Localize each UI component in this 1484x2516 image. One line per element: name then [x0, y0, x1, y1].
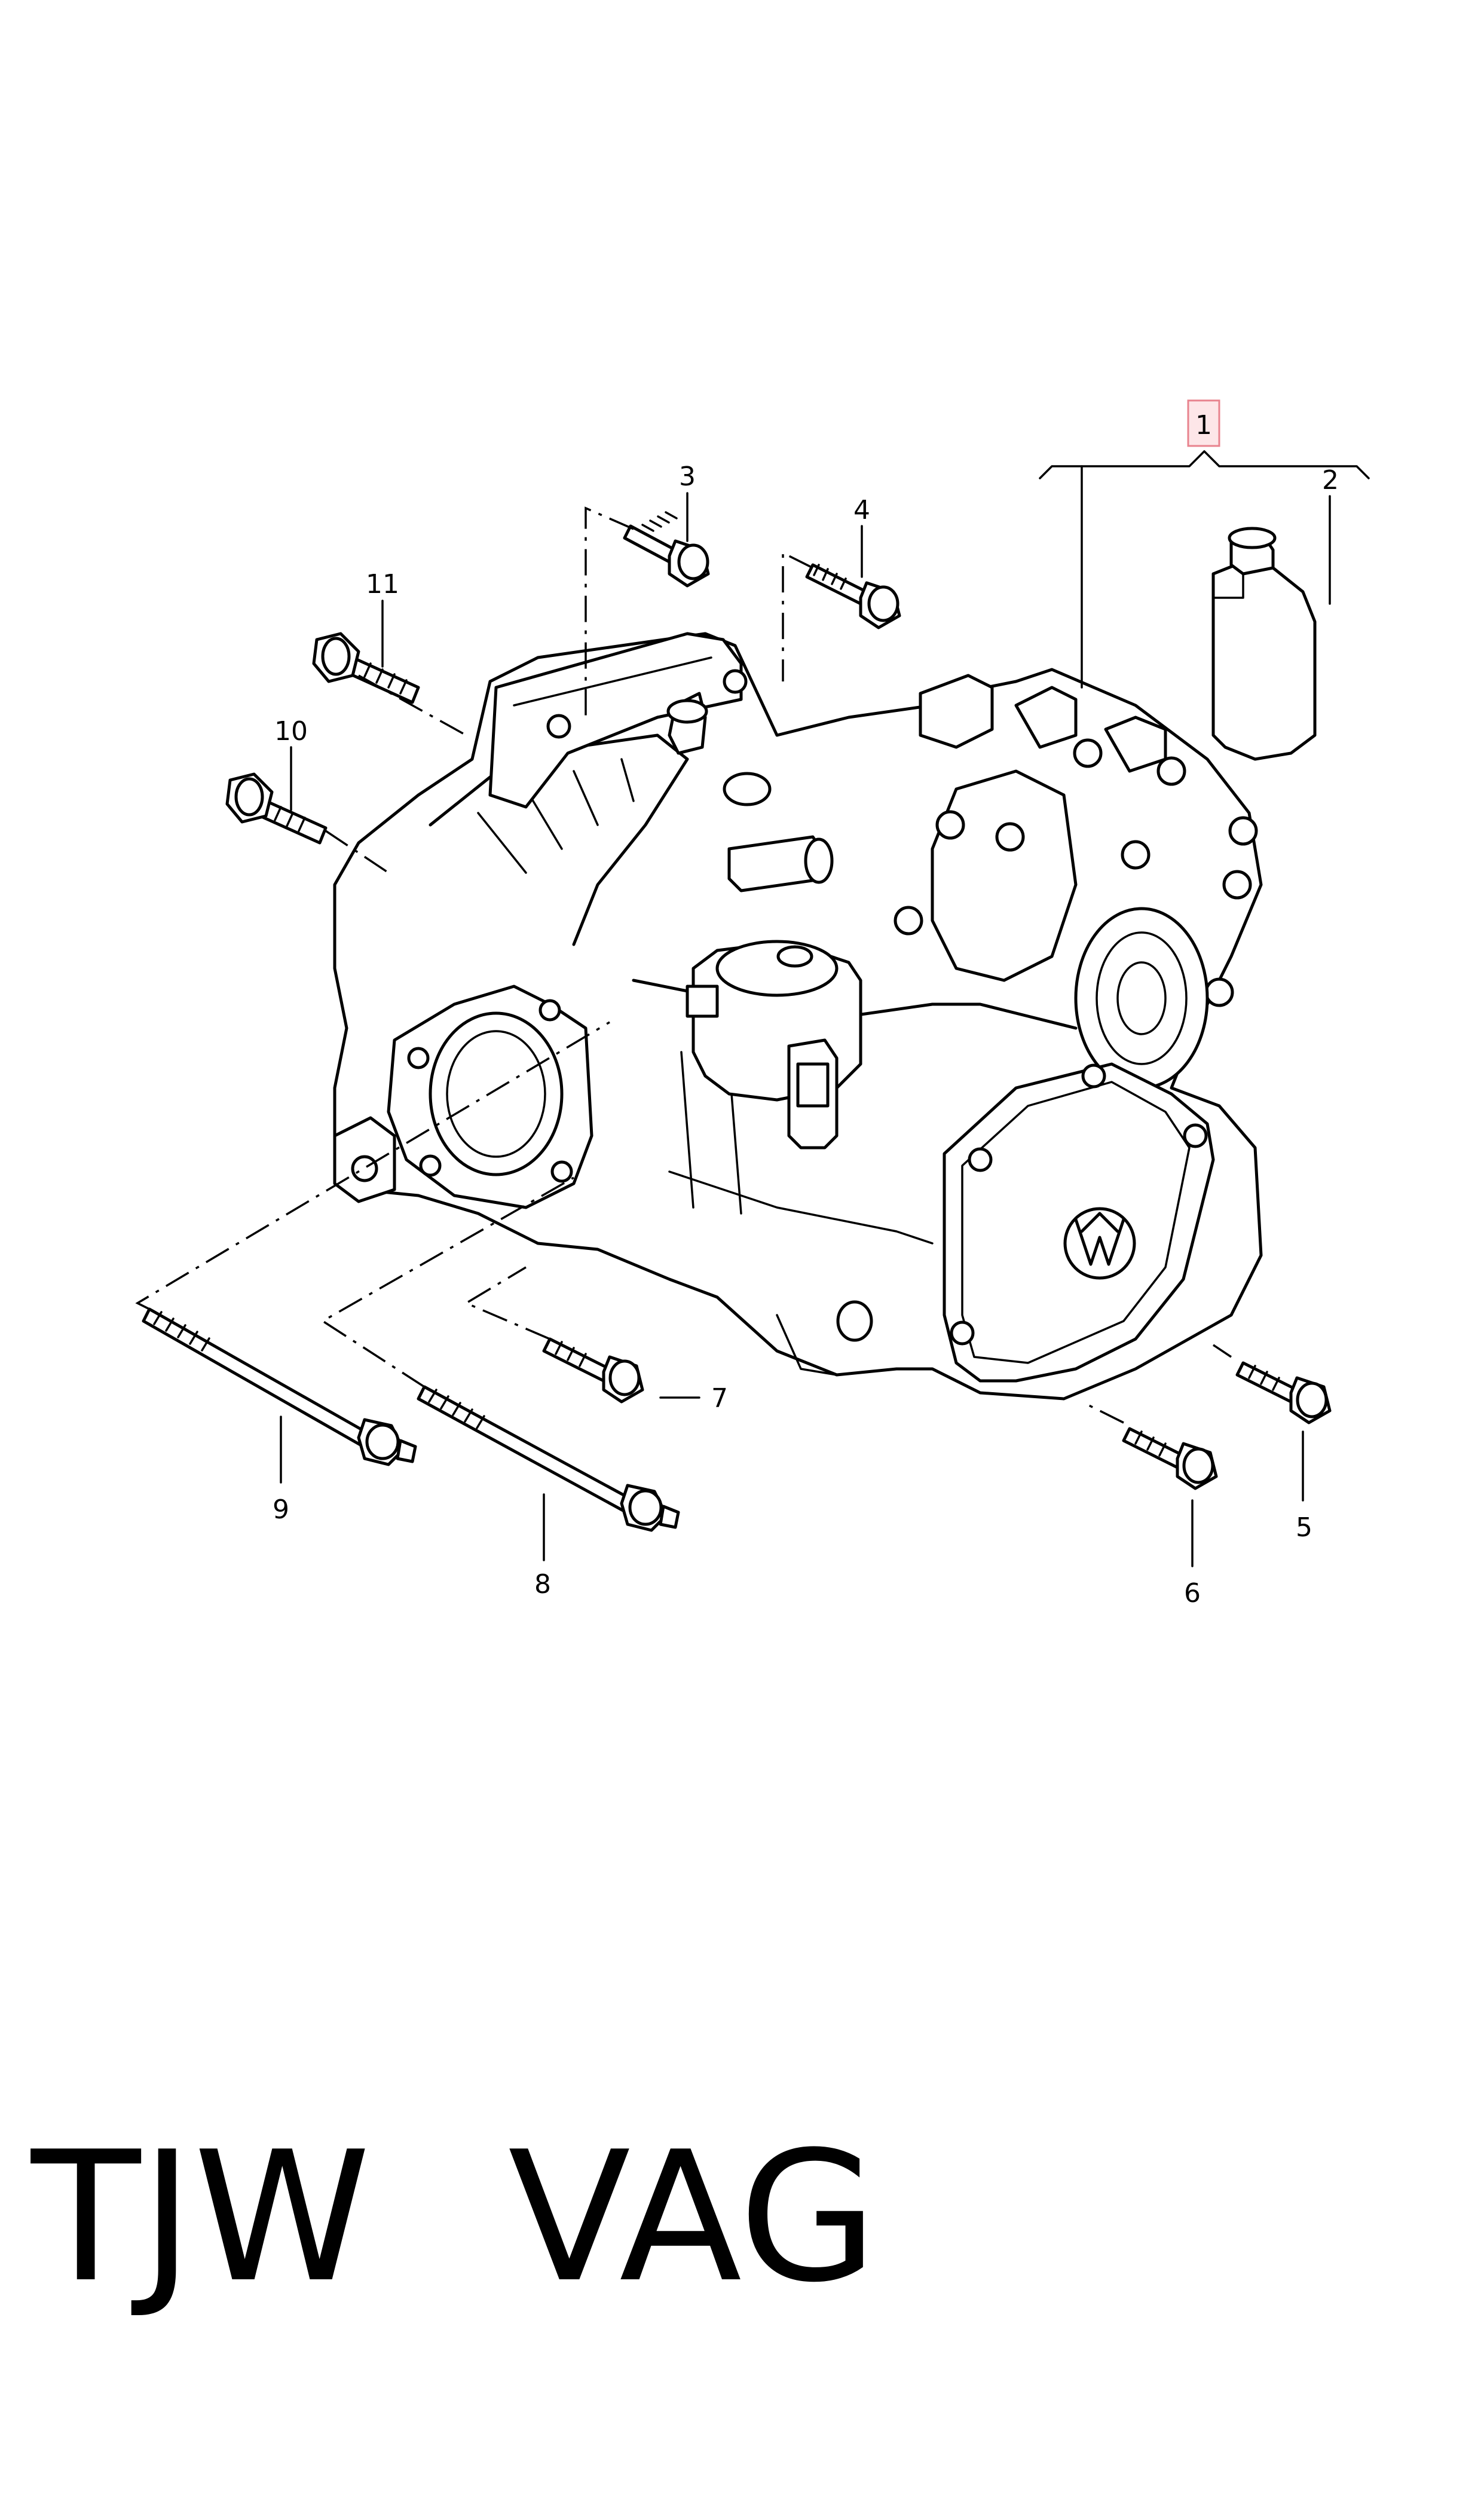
callout-1-highlight: [1187, 399, 1220, 447]
bolt-5: [1235, 1361, 1332, 1424]
manufacturer-code: VAG: [508, 2113, 878, 2322]
callout-6[interactable]: 6: [1184, 1578, 1201, 1609]
bolt-8: [417, 1385, 680, 1532]
callout-1[interactable]: 1: [1195, 410, 1212, 441]
gearbox-housing: [333, 632, 1263, 1401]
leader-lines: [280, 450, 1370, 1567]
oil-bottle: [1211, 527, 1317, 761]
bolt-4: [805, 563, 901, 629]
bolt-7: [542, 1337, 644, 1404]
callout-7[interactable]: 7: [711, 1383, 728, 1414]
bolt-3: [623, 511, 710, 588]
transmission-code: TJW: [31, 2113, 371, 2322]
callout-3[interactable]: 3: [679, 461, 696, 492]
callout-8[interactable]: 8: [534, 1569, 551, 1600]
callout-4[interactable]: 4: [853, 495, 870, 525]
callout-9[interactable]: 9: [273, 1494, 289, 1525]
callouts: 1 2 3 4 5 6 7 8 9 10 11: [273, 399, 1339, 1609]
callout-2[interactable]: 2: [1322, 465, 1339, 496]
bolt-11: [312, 632, 420, 704]
installation-lines: [135, 506, 1232, 1424]
callout-11[interactable]: 11: [366, 569, 399, 600]
callout-5[interactable]: 5: [1296, 1512, 1312, 1543]
bolt-6: [1122, 1427, 1218, 1490]
callout-10[interactable]: 10: [274, 716, 308, 747]
bolt-10: [225, 772, 328, 845]
bolt-9: [142, 1307, 417, 1466]
